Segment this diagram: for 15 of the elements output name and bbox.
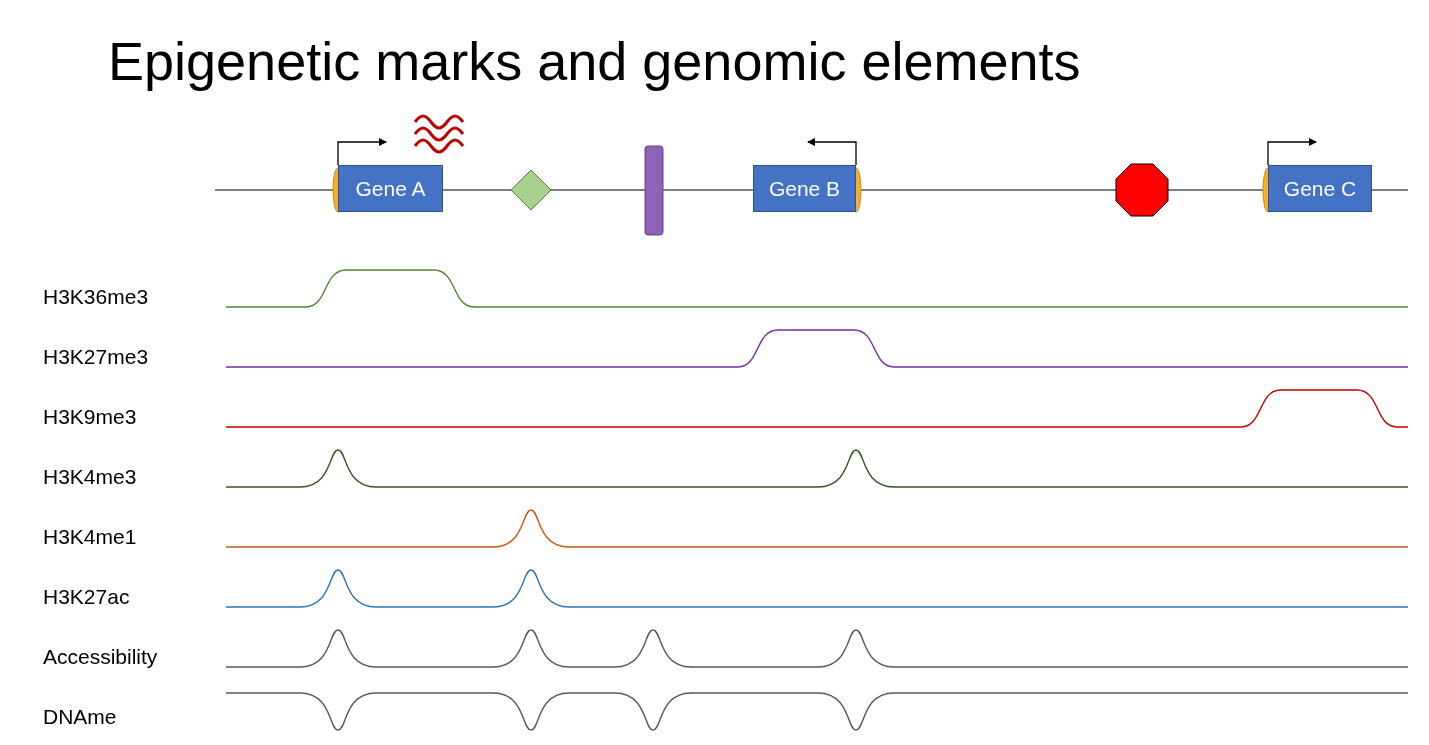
track-label: DNAme [43,705,117,729]
track-label: H3K4me3 [43,465,137,489]
track-label: Accessibility [43,645,158,669]
track-label: H3K4me1 [43,525,137,549]
octagon-element [1115,163,1169,217]
gene-box: Gene B [753,165,856,212]
track-label: H3K9me3 [43,405,137,429]
track-label: H3K27ac [43,585,130,609]
title: Epigenetic marks and genomic elements [108,30,1081,92]
diamond-element [510,169,552,211]
bar-element [644,145,664,236]
track-label: H3K36me3 [43,285,149,309]
track-label: H3K27me3 [43,345,149,369]
gene-box: Gene C [1268,165,1372,212]
gene-box: Gene A [338,165,443,212]
